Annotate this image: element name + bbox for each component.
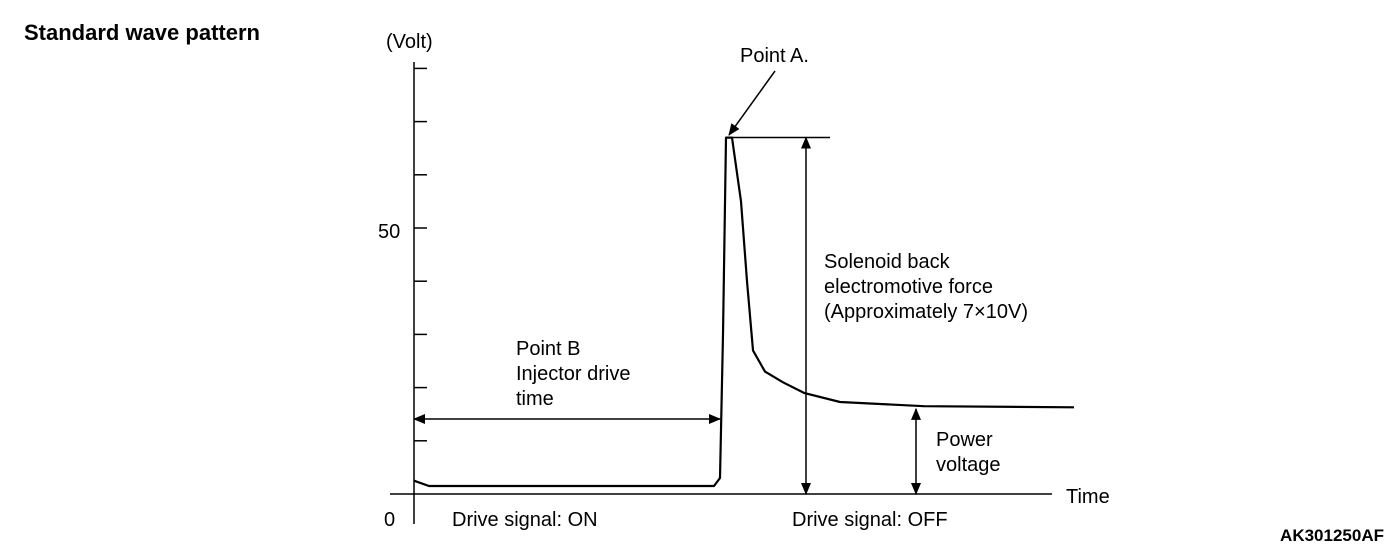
power-line-1: Power xyxy=(936,429,993,451)
point-b-label: Point B Injector drive time xyxy=(516,338,636,410)
point-b-line-2: Injector drive xyxy=(516,363,631,385)
back-emf-line-3: (Approximately 7×10V) xyxy=(824,301,1028,323)
y-axis-ticks xyxy=(414,67,427,442)
point-b-line-1: Point B xyxy=(516,338,580,360)
back-emf-line-2: electromotive force xyxy=(824,276,993,298)
y-axis-label: (Volt) xyxy=(386,31,433,53)
point-a-pointer-arrow xyxy=(728,70,776,136)
section-title: Standard wave pattern xyxy=(24,20,260,45)
drive-on-label: Drive signal: ON xyxy=(452,509,598,531)
power-voltage-label: Power voltage xyxy=(936,429,1001,476)
point-a-label: Point A. xyxy=(740,45,809,67)
y-tick-label-0: 0 xyxy=(384,509,395,531)
y-tick-label-50: 50 xyxy=(378,221,400,243)
back-emf-line-1: Solenoid back xyxy=(824,251,951,273)
waveform-line xyxy=(413,136,1075,488)
x-axis-label: Time xyxy=(1066,486,1110,508)
back-emf-label: Solenoid back electromotive force (Appro… xyxy=(824,251,1028,323)
figure-id: AK301250AF xyxy=(1280,526,1384,545)
point-b-line-3: time xyxy=(516,388,554,410)
drive-off-label: Drive signal: OFF xyxy=(792,509,948,531)
power-line-2: voltage xyxy=(936,454,1001,476)
